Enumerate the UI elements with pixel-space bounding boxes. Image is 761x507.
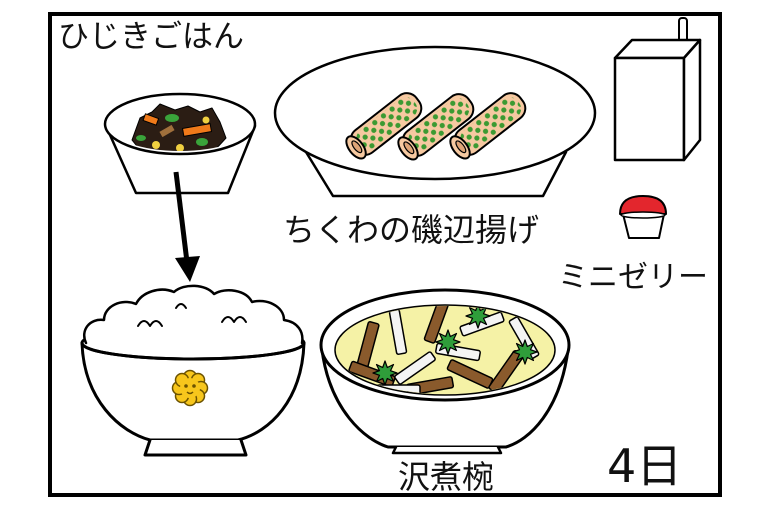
- carton-side: [682, 38, 702, 162]
- chikuwa-hole: [351, 140, 363, 154]
- chikuwa-isobeage-label: ちくわの磯辺揚げ: [283, 211, 539, 249]
- chikuwa-hole: [455, 140, 467, 154]
- mix-into-rice-arrow: [173, 171, 200, 282]
- chikuwa-aonori: [408, 98, 470, 151]
- green-bean-piece: [196, 138, 208, 146]
- soy-bean-piece: [176, 144, 184, 151]
- rice-mound: [83, 284, 304, 345]
- carrot-piece: [182, 123, 212, 137]
- arrow-shaft: [173, 171, 190, 263]
- mitsuba-leaf: [435, 329, 461, 355]
- chikuwa-aonori: [356, 97, 418, 150]
- chikuwa-roll: [449, 92, 527, 160]
- flower-eye: [184, 384, 188, 388]
- flower-eye: [192, 384, 196, 388]
- flower-mouth: [186, 391, 194, 395]
- soy-bean-piece: [202, 116, 210, 124]
- mitsuba-leaf: [372, 360, 398, 386]
- hijiki-mix: [131, 103, 227, 151]
- jelly-rim: [620, 211, 666, 219]
- rice-bowl-foot: [143, 438, 248, 457]
- milk-carton: [613, 17, 702, 162]
- hijiki-bowl: [103, 92, 257, 195]
- mitsuba-leaf: [512, 339, 538, 365]
- carton-front: [613, 56, 686, 162]
- chikuwa-aonori: [460, 97, 522, 150]
- rice-grain-detail: [221, 316, 247, 323]
- chikuwa-roll: [345, 92, 423, 160]
- fried-tofu-piece: [159, 124, 175, 138]
- sawani-bowl: [319, 288, 571, 455]
- flower-emblem: [171, 369, 209, 407]
- rice-bowl-lip: [80, 341, 306, 361]
- jelly-lid: [619, 195, 667, 215]
- chikuwa-roll: [397, 93, 475, 161]
- green-bean-piece: [165, 114, 179, 122]
- rice-grain-detail: [137, 320, 163, 327]
- mini-jelly-label: ミニゼリー: [558, 260, 708, 295]
- chikuwa-hole: [403, 141, 415, 155]
- green-bean-piece: [136, 135, 146, 141]
- hijiki-gohan-label: ひじきごはん: [58, 19, 244, 55]
- carrot-piece: [142, 113, 160, 126]
- menu-date: 4日: [607, 439, 682, 493]
- sawani-wan-label: 沢煮椀: [398, 458, 494, 496]
- rice-bowl: [80, 284, 306, 457]
- flower-center: [180, 378, 200, 398]
- mini-jelly: [619, 195, 667, 239]
- rice-grain-detail: [175, 303, 187, 309]
- chikuwa-plate: [273, 45, 597, 198]
- soy-bean-piece: [152, 141, 160, 149]
- arrow-head: [175, 256, 200, 282]
- soup-bowl-foot: [391, 445, 503, 455]
